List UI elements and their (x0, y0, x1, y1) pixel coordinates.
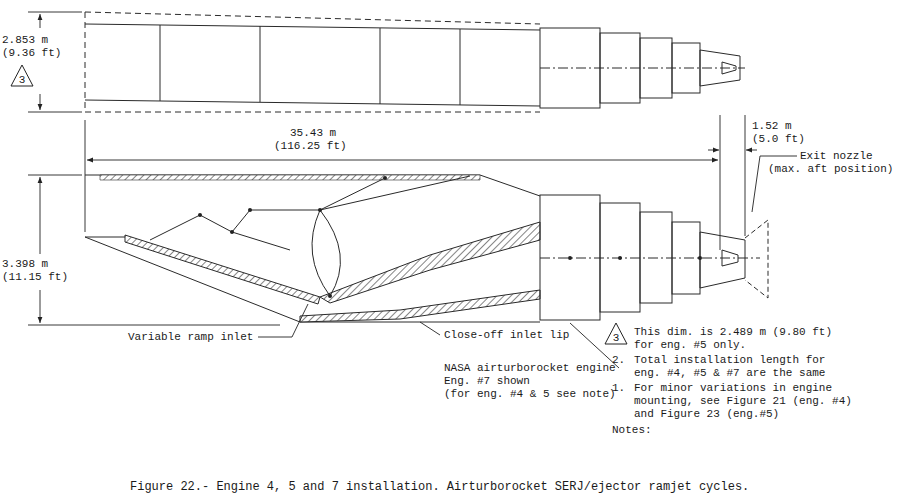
dimension-value: (9.36 ft) (2, 47, 61, 60)
note-number: 1. (612, 382, 625, 395)
dimension-lines-part (87, 160, 718, 161)
side-view-part (150, 176, 470, 296)
side-view-part-part (248, 208, 252, 212)
figure-caption: Figure 22.- Engine 4, 5 and 7 installati… (130, 480, 749, 494)
dimension-lines-part (40, 177, 41, 254)
dimension-lines-part (40, 290, 41, 323)
notes-heading: Notes: (612, 424, 652, 437)
side-view-part (700, 232, 745, 288)
dimension-value: 1.52 m (752, 120, 792, 133)
dimension-lines-part (708, 150, 719, 151)
plan-view-part (85, 100, 540, 106)
callout-number: 3 (604, 332, 628, 344)
dimension-value: 2.853 m (2, 34, 48, 47)
side-view-part (568, 256, 702, 260)
dimension-lines-part (40, 94, 41, 110)
side-view-part-part (618, 256, 622, 260)
note-text: and Figure 23 (eng.#5) (634, 408, 779, 421)
side-view-part (198, 176, 387, 298)
callout-triangle: 3 (604, 322, 628, 345)
side-view-part (85, 175, 540, 196)
dimension-lines-part (746, 150, 757, 151)
side-view-part (540, 258, 760, 259)
note-text: Total installation length for (634, 354, 825, 367)
dimension-value: 35.43 m (290, 127, 336, 140)
dimension-value: (116.25 ft) (274, 140, 347, 153)
side-view-part (125, 235, 320, 304)
leader-lines-part (258, 304, 308, 337)
leader-lines-part (570, 323, 619, 368)
note-number: 2. (612, 354, 625, 367)
side-view-part (745, 220, 768, 298)
part-label: Close-off inlet lip (444, 329, 569, 342)
dimension-lines-part (85, 115, 745, 250)
side-view-part (320, 222, 540, 303)
part-label: Variable ramp inlet (128, 331, 253, 344)
dimension-value: (11.15 ft) (2, 271, 68, 284)
side-view-part-part (198, 213, 202, 217)
callout-triangle: 3 (10, 64, 34, 87)
side-view-part (100, 175, 480, 180)
note-text: mounting, see Figure 21 (eng. #4) (634, 395, 852, 408)
plan-view-part (85, 12, 86, 112)
note-text: eng. #4, #5 & #7 are the same (634, 367, 825, 380)
plan-view (85, 12, 745, 112)
leader-lines-part (420, 322, 440, 335)
side-view-part-part (318, 208, 322, 212)
note-text: For minor variations in engine (634, 382, 832, 395)
side-view-part-part (383, 176, 387, 180)
side-view-part (300, 290, 540, 322)
plan-view-part (160, 25, 460, 105)
side-view-part-part (568, 256, 572, 260)
dimension-lines-part (28, 12, 82, 112)
note-text: This dim. is 2.489 m (9.80 ft) (634, 326, 832, 339)
plan-view-part (85, 12, 540, 24)
part-label: (max. aft position) (768, 163, 893, 176)
part-label: NASA airturborocket engine (444, 362, 616, 375)
side-view (85, 175, 768, 322)
triangle-outline-shape (605, 323, 627, 344)
part-label: (for eng. #4 & 5 see note) (444, 388, 616, 401)
side-view-part-part (328, 294, 332, 298)
plan-view-part (85, 24, 540, 30)
note-text: for eng. #5 only. (634, 339, 746, 352)
triangle-outline-shape (11, 65, 33, 86)
plan-view-part (85, 112, 540, 113)
callout-number: 3 (10, 74, 34, 86)
side-view-part-part (230, 230, 234, 234)
part-label: Exit nozzle (800, 150, 873, 163)
dimension-lines-part (40, 14, 41, 28)
part-label: Eng. #7 shown (444, 375, 530, 388)
dimension-value: 3.398 m (2, 258, 48, 271)
dimension-lines (28, 12, 757, 325)
dimension-value: (5.0 ft) (752, 133, 805, 146)
side-view-part-part (698, 256, 702, 260)
side-view-part (85, 237, 125, 238)
plan-view-part (540, 68, 745, 69)
